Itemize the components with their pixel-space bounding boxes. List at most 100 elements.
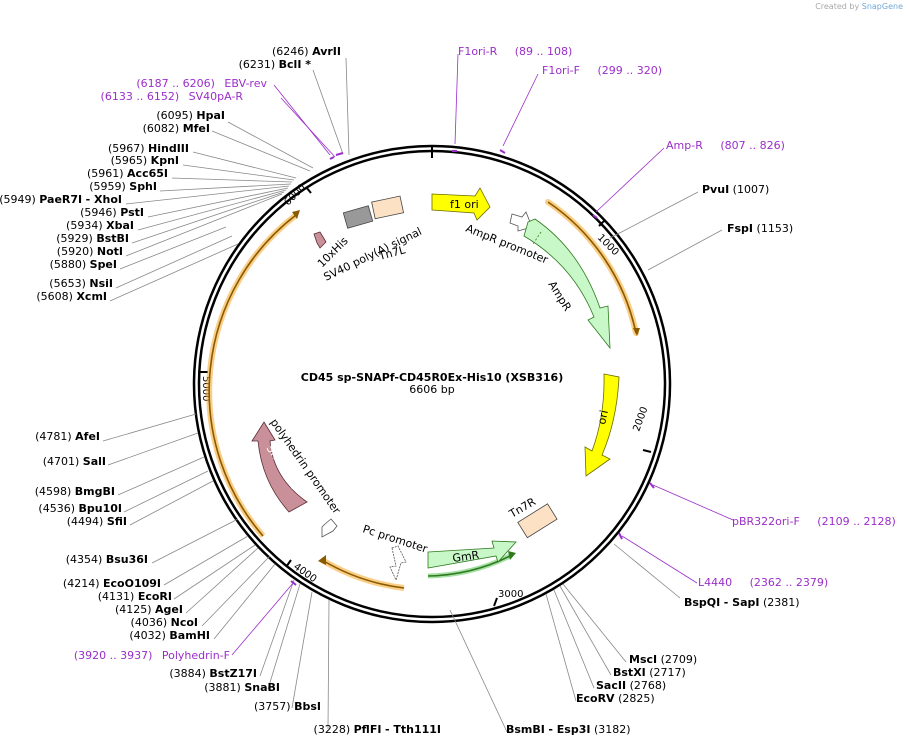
enzyme-pos-acc65i: (5961) (87, 167, 124, 180)
enzyme-name-bmgbi: BmgBI (75, 485, 115, 498)
enzyme-name-xbai: XbaI (106, 219, 134, 232)
enzyme-labels-right: PvuI (1007) FspI (1153) BspQI - SapI (23… (506, 183, 800, 736)
tick-label-4000: 4000 (291, 561, 318, 585)
tick-label-2000: 2000 (631, 405, 650, 433)
enzyme-name-msci: MscI (629, 653, 657, 666)
credit-prefix: Created by (815, 2, 860, 11)
enzyme-label-bpu10i: (4536) Bpu10I (38, 502, 122, 515)
enzyme-label-avrii: (6246) AvrII (272, 45, 341, 58)
enzyme-name-sphi: SphI (129, 180, 157, 193)
ampr-outer-arc-bg (545, 199, 639, 336)
enzyme-pos-kpni: (5965) (111, 154, 148, 167)
enzyme-pos-xcmi: (5608) (36, 290, 73, 303)
enzyme-name-pvui: PvuI (702, 183, 729, 196)
enzyme-pos-ecori: (4131) (98, 590, 135, 603)
enzyme-suffix-bspqi: - SapI (724, 596, 760, 609)
enzyme-name-sacii: SacII (596, 679, 626, 692)
enzyme-label-hindiii: (5967) HindIII (108, 142, 189, 155)
enzyme-label-spei: (5880) SpeI (50, 258, 117, 271)
gmr-outer-arc (427, 555, 511, 577)
enzyme-name-spei: SpeI (90, 258, 117, 271)
primer-range-amp-r: (807 .. 826) (720, 139, 785, 152)
enzyme-pos-bmgbi: (4598) (35, 485, 72, 498)
ampr-arrow (523, 218, 611, 350)
plasmid-size: 6606 bp (409, 383, 454, 396)
primer-label-amp-r: Amp-R (807 .. 826) (666, 139, 785, 152)
enzyme-pos-bstxi: (2717) (649, 666, 686, 679)
primer-range-l4440: (2362 .. 2379) (750, 576, 829, 589)
enzyme-suffix-bsmbi: - Esp3I (548, 723, 590, 736)
enzyme-pos-hpai: (6095) (156, 109, 193, 122)
enzyme-name-acc65i: Acc65I (127, 167, 168, 180)
enzyme-pos-mfei: (6082) (143, 122, 180, 135)
tick-1000-mark (598, 220, 605, 227)
enzyme-pos-bamhi: (4032) (129, 629, 166, 642)
enzyme-label-fspi: FspI (1153) (727, 222, 793, 235)
ori-arrow (584, 373, 620, 477)
enzyme-label-acc65i: (5961) Acc65I (87, 167, 168, 180)
enzyme-pos-bbsi: (3757) (254, 700, 291, 713)
enzyme-pos-bcli: (6231) (239, 58, 276, 71)
enzyme-pos-xbai: (5934) (66, 219, 103, 232)
primer-label-sv40pa-r: (6133 .. 6152) SV40pA-R (101, 90, 244, 103)
enzyme-name-bcli: BclI * (279, 58, 312, 71)
lower-outer-arc (321, 559, 405, 589)
f1-ori-arrow (431, 187, 491, 221)
f1-ori-label: f1 ori (450, 198, 479, 211)
snapgene-credit: Created by SnapGene (815, 2, 903, 11)
enzyme-name-bpu10i: Bpu10I (79, 502, 123, 515)
enzyme-label-hpai: (6095) HpaI (156, 109, 225, 122)
enzyme-pos-bsmbi: (3182) (594, 723, 631, 736)
enzyme-name-psti: PstI (120, 206, 144, 219)
enzyme-label-bsmbi: BsmBI - Esp3I (3182) (506, 723, 631, 736)
enzyme-label-ecorv: EcoRV (2825) (576, 692, 655, 705)
tick-4000-mark (285, 559, 292, 568)
enzyme-pos-sacii: (2768) (630, 679, 667, 692)
enzyme-label-bspqi: BspQI - SapI (2381) (684, 596, 800, 609)
enzyme-pos-spei: (5880) (50, 258, 87, 271)
enzyme-label-pflfi: (3228) PflFI - Tth111I (314, 723, 441, 736)
enzyme-name-bspqi: BspQI (684, 596, 720, 609)
enzyme-pos-msci: (2709) (661, 653, 698, 666)
enzyme-label-bstz17i: (3884) BstZ17I (169, 667, 257, 680)
sv40-polya-box (342, 205, 374, 229)
primer-label-pbr322ori-f: pBR322ori-F (2109 .. 2128) (732, 515, 896, 528)
enzyme-pos-bpu10i: (4536) (38, 502, 75, 515)
enzyme-label-bstbi: (5929) BstBI (56, 232, 129, 245)
enzyme-label-bcli: (6231) BclI * (239, 58, 312, 71)
enzyme-pos-agei: (4125) (115, 603, 152, 616)
enzyme-pos-bspqi: (2381) (763, 596, 800, 609)
enzyme-label-ecori: (4131) EcoRI (98, 590, 172, 603)
enzyme-name-bstbi: BstBI (96, 232, 129, 245)
tn7l-box (371, 195, 405, 220)
primer-name-polyhedrin-f: Polyhedrin-F (162, 649, 230, 662)
enzyme-label-ecoo109i: (4214) EcoO109I (63, 577, 161, 590)
gmr-label: GmR (452, 548, 481, 565)
enzyme-label-pvui: PvuI (1007) (702, 183, 769, 196)
enzyme-name-bstxi: BstXI (613, 666, 646, 679)
enzyme-pos-ecorv: (2825) (618, 692, 655, 705)
enzyme-label-kpni: (5965) KpnI (111, 154, 179, 167)
enzyme-name-fspi: FspI (727, 222, 753, 235)
primer-label-l4440: L4440 (2362 .. 2379) (698, 576, 828, 589)
enzyme-name-bstz17i: BstZ17I (209, 667, 257, 680)
lower-outer-arc-bg (320, 557, 405, 591)
enzyme-name-sali: SalI (83, 455, 106, 468)
enzyme-label-nsii: (5653) NsiI (49, 277, 113, 290)
enzyme-pos-pflfi: (3228) (314, 723, 351, 736)
enzyme-pos-noti: (5920) (57, 245, 94, 258)
enzyme-label-ncoi: (4036) NcoI (131, 616, 198, 629)
snap-tag-arrow (251, 421, 308, 513)
enzyme-name-mfei: MfeI (183, 122, 210, 135)
10xhis-arrow (313, 231, 327, 249)
enzyme-name-bsmbi: BsmBI (506, 723, 545, 736)
primer-name-pbr322ori-f: pBR322ori-F (732, 515, 800, 528)
enzyme-label-sali: (4701) SalI (43, 455, 106, 468)
enzyme-name-kpni: KpnI (151, 154, 179, 167)
enzyme-name-ncoi: NcoI (171, 616, 198, 629)
lower-outer-arrowhead (318, 555, 326, 565)
enzyme-label-xbai: (5934) XbaI (66, 219, 134, 232)
enzyme-pos-bsu36i: (4354) (66, 553, 103, 566)
primer-label-polyhedrin-f: (3920 .. 3937) Polyhedrin-F (74, 649, 230, 662)
